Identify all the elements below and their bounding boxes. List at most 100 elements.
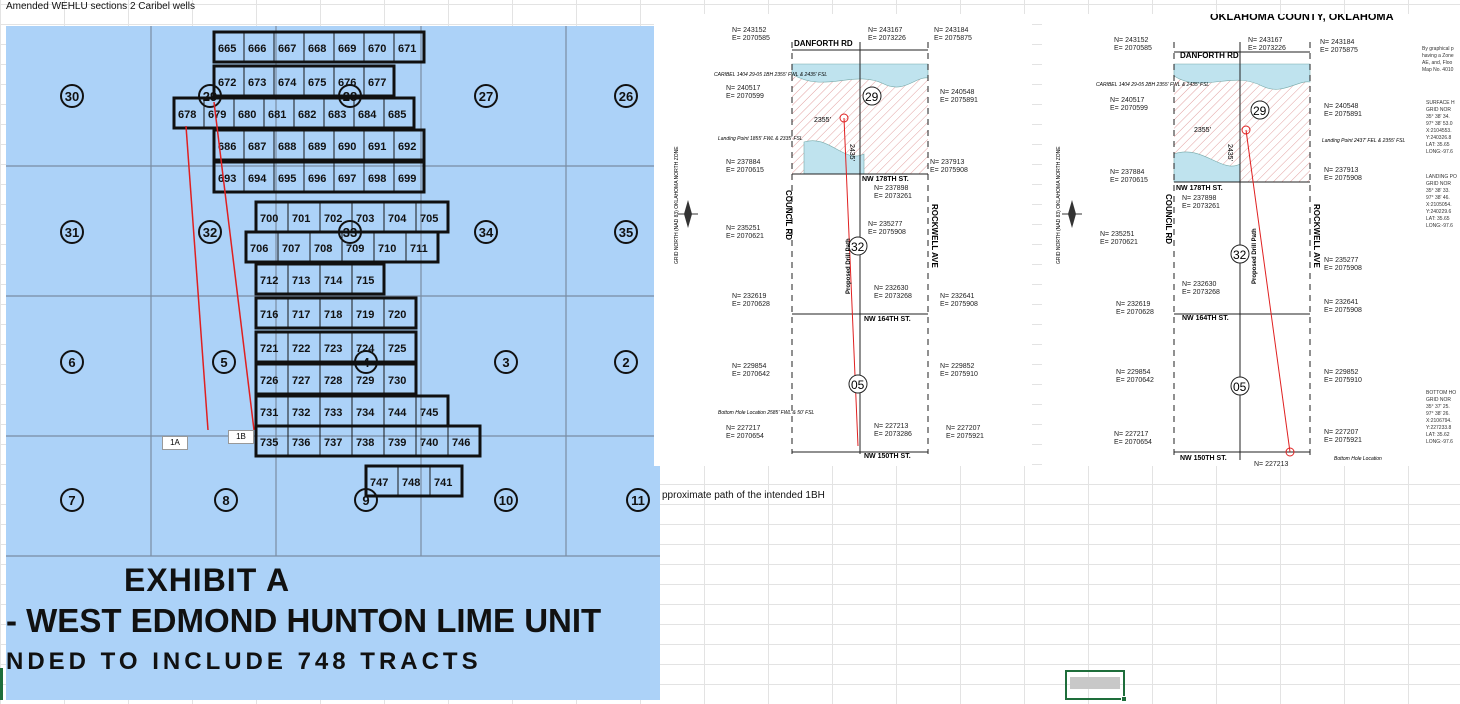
- tract-number: 692: [398, 141, 416, 153]
- cell-caption[interactable]: pproximate path of the intended 1BH: [662, 490, 825, 501]
- tract-number: 671: [398, 43, 416, 55]
- plat-2-road-150: NW 150TH ST.: [1180, 455, 1227, 462]
- side-note: Y:240326.8: [1426, 135, 1452, 141]
- tract-number: 747: [370, 477, 388, 489]
- easting-label: E= 2070628: [1116, 309, 1154, 316]
- tract-number: 704: [388, 213, 407, 225]
- side-note: BOTTOM HO: [1426, 390, 1456, 396]
- tract-number: 665: [218, 43, 236, 55]
- plat-1-water-2: [803, 140, 865, 175]
- plat-2-road-council: COUNCIL RD: [1164, 194, 1173, 244]
- section-circle: [614, 84, 638, 108]
- tract-number: 720: [388, 309, 406, 321]
- tract-number: 674: [278, 77, 297, 89]
- northing-label: N= 237898: [1182, 195, 1217, 202]
- tract-number: 700: [260, 213, 278, 225]
- tract-number: 714: [324, 275, 343, 287]
- tract-number: 741: [434, 477, 452, 489]
- tract-number: 708: [314, 243, 332, 255]
- section-circle: [212, 350, 236, 374]
- easting-label: E= 2073226: [868, 35, 906, 42]
- tract-cell: [351, 263, 385, 295]
- plat-2-section-05: [1230, 376, 1250, 396]
- tract-number: 689: [308, 141, 326, 153]
- section-number: 33: [343, 225, 357, 240]
- fill-handle[interactable]: [1121, 696, 1127, 702]
- side-note: GRID NOR: [1426, 181, 1451, 187]
- plat-2-section-32: [1230, 244, 1250, 264]
- plat-2-road-danforth: DANFORTH RD: [1180, 51, 1239, 60]
- plat-1-section-32-label: 32: [851, 240, 865, 254]
- side-note: LAT: 35.65: [1426, 216, 1450, 222]
- northing-label: N= 229852: [940, 363, 975, 370]
- section-number: 32: [203, 225, 217, 240]
- easting-label: E= 2070642: [1116, 377, 1154, 384]
- easting-label: E= 2075910: [1324, 377, 1362, 384]
- side-note: X:2104553.: [1426, 128, 1452, 134]
- tract-number: 669: [338, 43, 356, 55]
- section-circle: [338, 220, 362, 244]
- northing-label: N= 227217: [1114, 431, 1149, 438]
- easting-label: E= 2073226: [1248, 45, 1286, 52]
- tract-number: 744: [388, 407, 407, 419]
- section-number: 5: [220, 355, 227, 370]
- northing-label: N= 243184: [1320, 39, 1355, 46]
- northing-label: N= 232630: [874, 285, 909, 292]
- tract-number: 681: [268, 109, 286, 121]
- tract-number: 716: [260, 309, 278, 321]
- tract-number: 730: [388, 375, 406, 387]
- northing-label: N= 227213: [1254, 461, 1289, 466]
- tract-cell: [393, 129, 425, 161]
- exhibit-line-2: - WEST EDMOND HUNTON LIME UNIT: [6, 602, 602, 639]
- plat-1-dim-2355: 2355': [814, 117, 831, 124]
- easting-label: E= 2070642: [732, 371, 770, 378]
- plat-2bh-image[interactable]: OKLAHOMA COUNTY, OKLAHOMA 29 32 05 DANFO…: [1042, 14, 1460, 466]
- side-note: By graphical p: [1422, 46, 1454, 52]
- tract-number: 707: [282, 243, 300, 255]
- tract-number: 696: [308, 173, 326, 185]
- tract-number: 712: [260, 275, 278, 287]
- section-number: 28: [343, 89, 357, 104]
- side-note: 35° 37' 25.: [1426, 404, 1450, 410]
- section-circle: [60, 488, 84, 512]
- tract-number: 740: [420, 437, 438, 449]
- northing-label: N= 232641: [1324, 299, 1359, 306]
- tract-number: 698: [368, 173, 386, 185]
- selected-cell[interactable]: [1065, 670, 1127, 702]
- tract-number: 721: [260, 343, 278, 355]
- easting-label: E= 2070615: [726, 167, 764, 174]
- tract-number: 690: [338, 141, 356, 153]
- northing-label: N= 227207: [1324, 429, 1359, 436]
- tract-number: 718: [324, 309, 342, 321]
- section-circle: [198, 220, 222, 244]
- plat-2-well-note: CARIBEL 1404 29-05 2BH 2355' FWL & 2435'…: [1096, 82, 1209, 88]
- cell-title[interactable]: Amended WEHLU sections 2 Caribel wells: [6, 1, 195, 12]
- plat-2-bottom-marker: [1285, 447, 1295, 457]
- northing-label: N= 232619: [732, 293, 767, 300]
- plat-1bh-image[interactable]: 29 32 05 DANFORTH RD NW 178TH ST. NW 164…: [654, 14, 1032, 466]
- tract-number: 672: [218, 77, 236, 89]
- tract-number: 673: [248, 77, 266, 89]
- tract-number: 739: [388, 437, 406, 449]
- plat-1-section-29-label: 29: [865, 90, 879, 104]
- tract-number: 728: [324, 375, 342, 387]
- section-number: 27: [479, 89, 493, 104]
- tract-number: 682: [298, 109, 316, 121]
- section-grid: [6, 26, 660, 557]
- section-number: 29: [203, 89, 217, 104]
- tract-cell: [447, 425, 481, 457]
- easting-label: E= 2073261: [1182, 203, 1220, 210]
- section-number: 11: [631, 493, 645, 508]
- plat-1-landing-marker: [839, 113, 849, 123]
- plat-2-dim-2355: 2355': [1194, 127, 1211, 134]
- plat-2-road-rockwell: ROCKWELL AVE: [1312, 204, 1321, 269]
- section-number: 34: [479, 225, 494, 240]
- plat-2-path-label: Proposed Drill Path: [1252, 228, 1258, 284]
- section-circle: [60, 84, 84, 108]
- section-circle: [214, 488, 238, 512]
- easting-label: E= 2075908: [930, 167, 968, 174]
- tract-number: 695: [278, 173, 296, 185]
- tract-number: 678: [178, 109, 196, 121]
